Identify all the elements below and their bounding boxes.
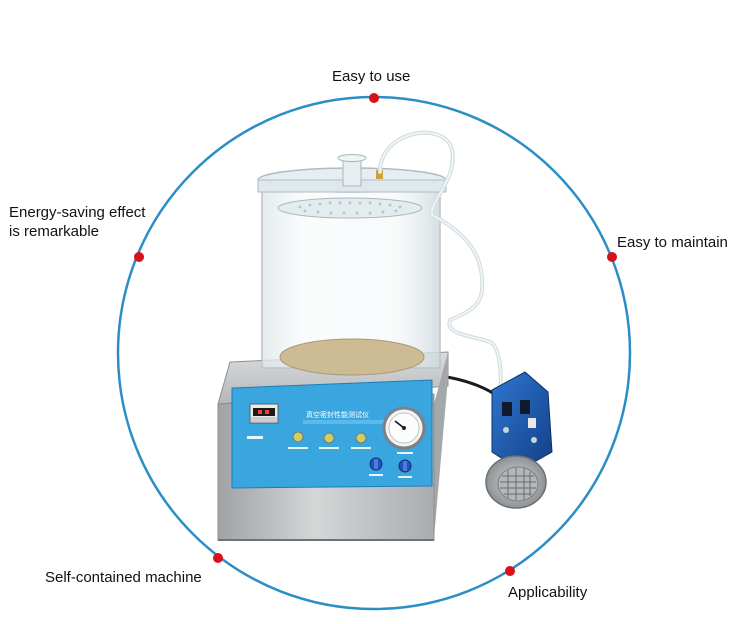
dot-bottom-right <box>505 566 515 576</box>
base-side <box>434 352 448 538</box>
lid-handle <box>342 157 362 187</box>
feature-label-easy-to-maintain: Easy to maintain <box>617 234 728 251</box>
dot-bottom-left <box>213 553 223 563</box>
feature-label-self-contained: Self-contained machine <box>45 569 202 586</box>
panel-title-underline <box>303 420 391 424</box>
feature-label-energy-saving: Energy-saving effect is remarkable <box>9 203 145 241</box>
perforated-plate <box>277 197 423 219</box>
feature-label-easy-to-use: Easy to use <box>332 68 411 85</box>
power-cable <box>439 374 501 400</box>
vacuum-leak-tester: 真空密封性能测试仪 <box>217 130 553 541</box>
chamber-floor <box>279 338 425 376</box>
vacuum-pump <box>485 371 553 509</box>
feature-label-applicability: Applicability <box>508 584 588 601</box>
dot-left <box>134 252 144 262</box>
indicator-lamp-3 <box>355 432 367 444</box>
dot-top <box>369 93 379 103</box>
dot-right <box>607 252 617 262</box>
brass-fitting <box>376 170 383 179</box>
feature-label-energy-saving-line1: Energy-saving effect <box>9 204 146 221</box>
indicator-lamp-2 <box>323 432 335 444</box>
feature-label-energy-saving-line2: is remarkable <box>9 223 100 240</box>
indicator-lamp-1 <box>292 431 304 443</box>
panel-title: 真空密封性能测试仪 <box>306 410 369 419</box>
